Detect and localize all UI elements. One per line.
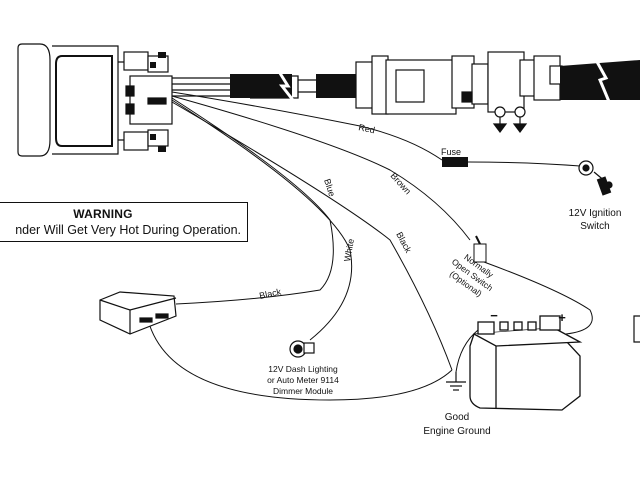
gauge-bolts (150, 52, 166, 152)
ignition-label-2: Switch (580, 221, 609, 232)
blue-wire (171, 97, 334, 305)
ground-label-2: Engine Ground (423, 426, 490, 437)
harness-sleeve (230, 69, 356, 105)
dimmer-module (99, 291, 177, 335)
warning-title: WARNING (73, 207, 133, 221)
red-wire (171, 91, 443, 161)
sender-connector (355, 51, 563, 133)
gauge-connector (125, 75, 173, 125)
black-ground-wire (171, 101, 453, 371)
optional-switch-label: Normally Open Switch (Optional) (448, 252, 496, 299)
warning-box: WARNING nder Will Get Very Hot During Op… (0, 202, 248, 242)
switch-wire (483, 261, 593, 335)
black-ground-wire-label: Black (394, 230, 413, 255)
brown-wire-label: Brown (389, 171, 414, 197)
ground-symbol (446, 372, 466, 391)
ignition-switch (578, 160, 613, 196)
battery-ground-wire (455, 329, 479, 373)
module-ground-wire (147, 319, 453, 401)
ignition-wire (467, 161, 581, 167)
dash-light-bulb (289, 340, 315, 358)
optional-toggle-switch (473, 235, 487, 263)
sensor-cable (560, 59, 640, 105)
red-wire-label: Red (358, 122, 376, 135)
dash-label-3: Dimmer Module (273, 386, 333, 396)
battery (469, 315, 583, 411)
battery-negative-label: − (490, 308, 498, 323)
fuse-label: Fuse (441, 147, 461, 157)
black-module-wire-label: Black (258, 286, 282, 300)
white-wire-label: White (342, 238, 356, 262)
dash-label-2: or Auto Meter 9114 (267, 375, 339, 385)
warning-text: nder Will Get Very Hot During Operation. (15, 223, 241, 237)
brown-wire (171, 95, 471, 241)
battery-positive-label: + (558, 310, 566, 325)
edge-component (633, 315, 640, 343)
fuse: Fuse (441, 147, 468, 167)
white-wire (171, 99, 353, 341)
gauge (17, 43, 169, 157)
ground-label-1: Good (445, 412, 469, 423)
ignition-label-1: 12V Ignition (569, 208, 622, 219)
dash-label-1: 12V Dash Lighting (268, 364, 338, 374)
wires (147, 91, 593, 401)
